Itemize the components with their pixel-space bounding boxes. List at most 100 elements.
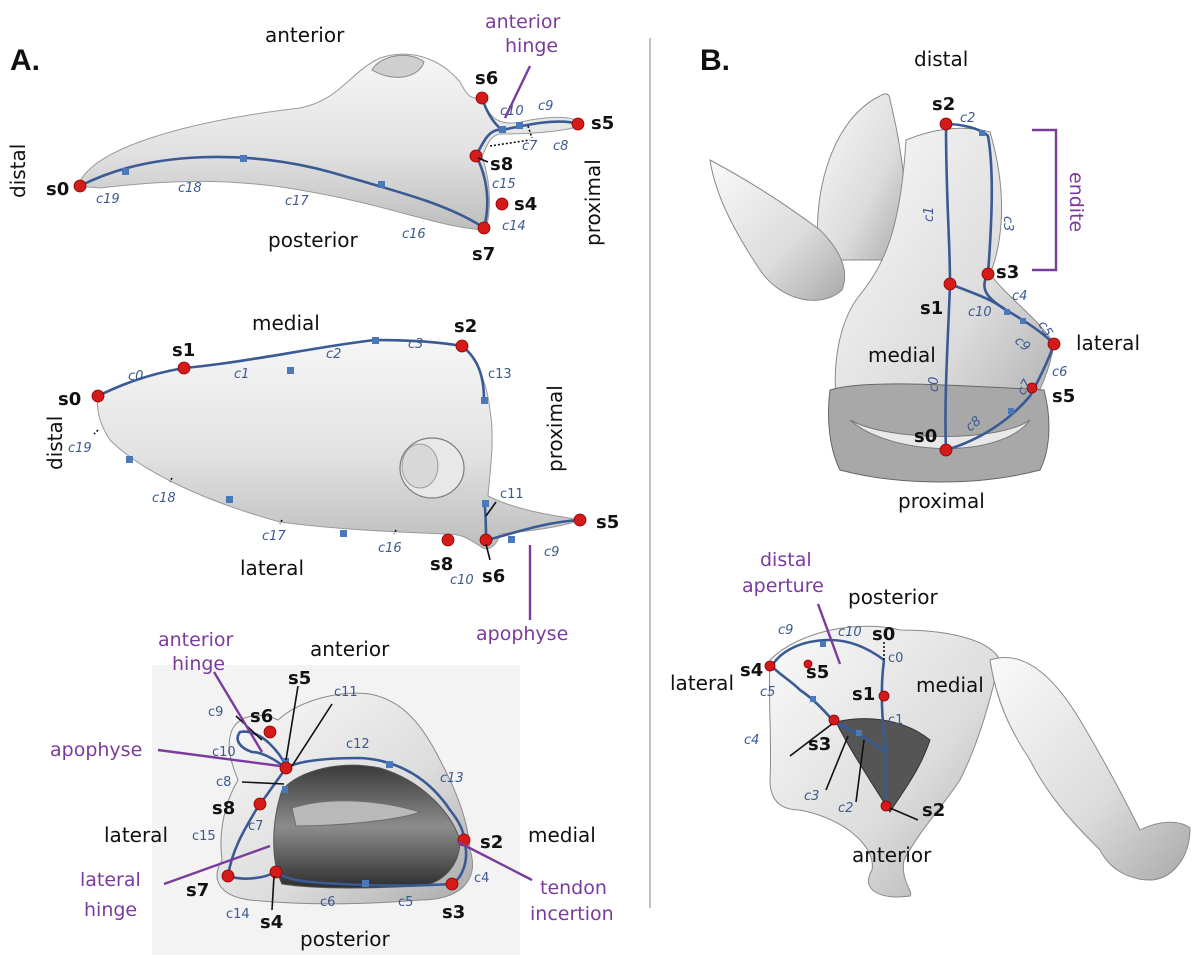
crv-c1: c1 <box>922 207 937 222</box>
pt-s4: s4 <box>514 194 537 215</box>
dir-medial: medial <box>916 673 984 697</box>
crv-c16: c16 <box>378 541 402 556</box>
pt-s1: s1 <box>852 684 875 705</box>
anno-anterior-hinge-1: anterior <box>158 629 234 651</box>
dir-posterior: posterior <box>300 927 391 951</box>
pt-s8: s8 <box>430 554 453 575</box>
crv-c17: c17 <box>262 529 286 544</box>
dir-distal: distal <box>6 144 30 198</box>
crv-c19: c19 <box>96 192 120 207</box>
pt-s1: s1 <box>920 298 943 319</box>
crv-c8: c8 <box>216 775 231 790</box>
dir-posterior: posterior <box>268 228 359 252</box>
dir-anterior: anterior <box>265 23 345 47</box>
pt-s1: s1 <box>172 340 195 361</box>
pt-s8: s8 <box>490 154 513 175</box>
anno-anterior-hinge-2: hinge <box>172 653 225 675</box>
crv-c9: c9 <box>538 99 553 114</box>
pt-s3: s3 <box>442 902 465 923</box>
dir-medial: medial <box>252 311 320 335</box>
pt-s5: s5 <box>806 662 829 683</box>
crv-c4: c4 <box>1012 289 1027 304</box>
dir-anterior: anterior <box>310 637 390 661</box>
view-a3: anterior posterior lateral medial anteri… <box>50 629 614 955</box>
pt-s0: s0 <box>872 624 895 645</box>
pt-s6: s6 <box>475 68 498 89</box>
dir-lateral: lateral <box>1076 331 1140 355</box>
crv-c15: c15 <box>492 177 516 192</box>
crv-c1: c1 <box>234 367 249 382</box>
pt-s2: s2 <box>480 832 503 853</box>
dir-lateral: lateral <box>240 556 304 580</box>
crv-c5: c5 <box>760 685 775 700</box>
crv-c3: c3 <box>804 789 819 804</box>
crv-c4: c4 <box>744 733 759 748</box>
anno-distal-aperture-1: distal <box>760 549 812 571</box>
panel-label-b: B. <box>700 44 730 77</box>
anno-lateral-hinge-2: hinge <box>84 899 137 921</box>
pt-s7: s7 <box>186 880 209 901</box>
dir-posterior: posterior <box>848 585 939 609</box>
pt-s0: s0 <box>58 389 81 410</box>
pt-s5: s5 <box>596 512 619 533</box>
pt-s5: s5 <box>1052 386 1075 407</box>
crv-c10: c10 <box>838 625 862 640</box>
anno-distal-aperture-2: aperture <box>742 575 824 597</box>
bone-a2-hole-inner <box>402 444 438 488</box>
crv-c3: c3 <box>1000 216 1015 231</box>
pt-s5: s5 <box>288 668 311 689</box>
pt-s3: s3 <box>808 734 831 755</box>
crv-c8: c8 <box>553 139 568 154</box>
crv-c12: c12 <box>346 737 370 752</box>
anno-anterior-hinge-1: anterior <box>485 11 561 33</box>
pt-s5: s5 <box>591 113 614 134</box>
crv-c6: c6 <box>1052 365 1067 380</box>
pt-s0: s0 <box>914 426 937 447</box>
crv-c14: c14 <box>502 219 526 234</box>
crv-c10: c10 <box>212 745 236 760</box>
crv-c9: c9 <box>778 623 793 638</box>
dir-proximal: proximal <box>898 489 985 513</box>
pt-s6: s6 <box>482 566 505 587</box>
anno-tendon-2: incertion <box>530 903 614 925</box>
crv-c0: c0 <box>888 651 903 666</box>
bone-b2-leg <box>990 658 1190 881</box>
crv-c10: c10 <box>450 573 474 588</box>
pt-s2: s2 <box>932 94 955 115</box>
crv-c18: c18 <box>152 491 176 506</box>
crv-c5: c5 <box>398 895 413 910</box>
crv-c7: c7 <box>248 819 263 834</box>
view-a2: medial lateral distal proximal apophyse … <box>43 311 619 645</box>
pt-s4: s4 <box>740 660 763 681</box>
view-a1: anterior posterior distal proximal anter… <box>6 11 614 265</box>
crv-c19: c19 <box>68 441 92 456</box>
crv-c0: c0 <box>927 377 942 392</box>
pt-s3: s3 <box>996 262 1019 283</box>
dir-proximal: proximal <box>543 385 567 472</box>
crv-c14: c14 <box>226 907 250 922</box>
anno-anterior-hinge-2: hinge <box>505 35 558 57</box>
dir-distal: distal <box>43 416 67 470</box>
crv-c11: c11 <box>334 685 358 700</box>
dir-lateral: lateral <box>104 823 168 847</box>
crv-c11: c11 <box>500 487 524 502</box>
pt-s7: s7 <box>472 244 495 265</box>
crv-c2: c2 <box>838 801 853 816</box>
crv-c0: c0 <box>128 369 143 384</box>
crv-c17: c17 <box>285 194 309 209</box>
crv-c13: c13 <box>488 367 512 382</box>
pt-s8: s8 <box>212 798 235 819</box>
pt-s2: s2 <box>922 800 945 821</box>
crv-c4: c4 <box>474 871 489 886</box>
crv-c1: c1 <box>888 713 903 728</box>
view-b1: distal proximal medial lateral endite s2… <box>710 47 1140 513</box>
crv-c18: c18 <box>178 181 202 196</box>
pt-s6: s6 <box>250 706 273 727</box>
anno-lateral-hinge-1: lateral <box>80 869 141 891</box>
crv-c10: c10 <box>968 305 992 320</box>
crv-c9: c9 <box>208 705 223 720</box>
dir-distal: distal <box>914 47 968 71</box>
panel-label-a: A. <box>10 44 40 77</box>
anno-tendon-1: tendon <box>540 877 607 899</box>
